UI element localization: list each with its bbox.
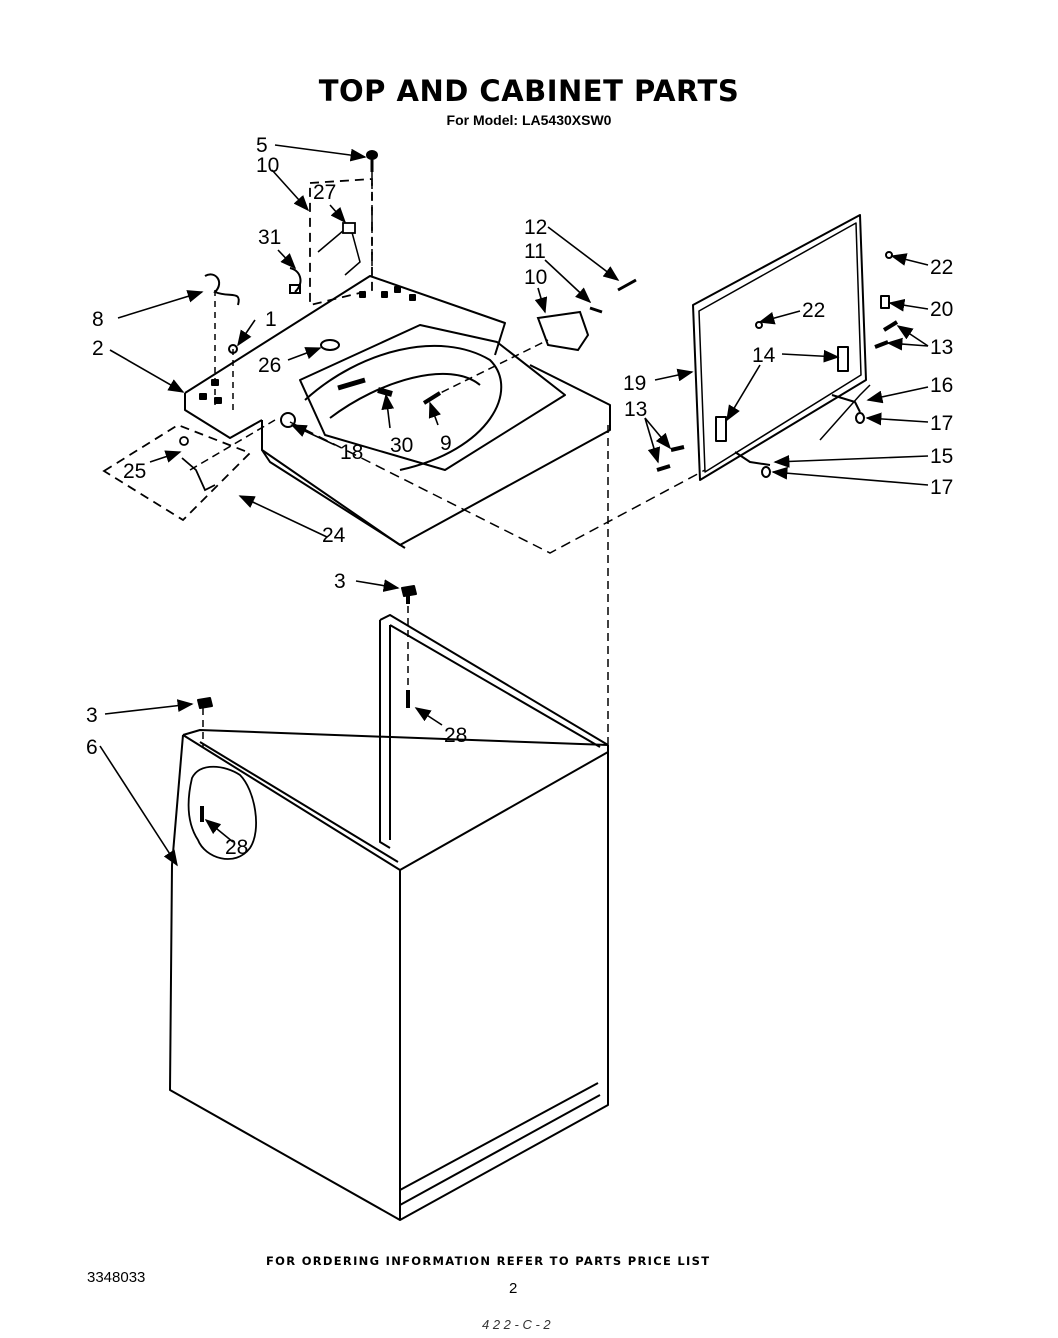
cabinet bbox=[169, 585, 609, 1221]
callout-31: 31 bbox=[258, 226, 281, 249]
callout-5: 6 bbox=[86, 736, 98, 759]
callout-14: 14 bbox=[752, 344, 776, 367]
callout-13-right: 13 bbox=[930, 336, 953, 359]
callout-10: 10 bbox=[524, 266, 547, 289]
callout-18: 18 bbox=[340, 441, 363, 464]
wire-harness-kit-box bbox=[309, 178, 373, 307]
callout-12: 12 bbox=[524, 216, 547, 239]
callout-28-left: 28 bbox=[225, 836, 248, 859]
callout-leaders bbox=[99, 144, 929, 867]
callout-4: 5 bbox=[256, 134, 268, 157]
callout-25: 25 bbox=[123, 460, 146, 483]
callout-15: 15 bbox=[930, 445, 953, 468]
callout-17-bottom: 17 bbox=[930, 476, 953, 499]
callout-1: 1 bbox=[265, 308, 277, 331]
page-number: 2 bbox=[509, 1280, 518, 1297]
callout-19: 19 bbox=[623, 372, 646, 395]
ordering-note: FOR ORDERING INFORMATION REFER TO PARTS … bbox=[266, 1254, 711, 1268]
document-number: 3348033 bbox=[87, 1269, 146, 1286]
page-title: TOP AND CABINET PARTS bbox=[318, 74, 740, 108]
callout-3-left: 3 bbox=[86, 704, 98, 727]
callout-27: 27 bbox=[313, 181, 336, 204]
callout-9: 10 bbox=[256, 154, 279, 177]
callout-2: 2 bbox=[92, 337, 104, 360]
callout-22-mid: 22 bbox=[802, 299, 825, 322]
callout-22-top: 22 bbox=[930, 256, 953, 279]
callout-labels: 5 10 27 31 8 1 2 26 18 30 9 25 24 12 11 … bbox=[86, 134, 953, 859]
callout-30: 30 bbox=[390, 434, 413, 457]
callout-24: 24 bbox=[322, 524, 346, 547]
handwritten-note: 4 2 2 - C - 2 bbox=[482, 1317, 551, 1332]
lid-assembly bbox=[656, 214, 899, 481]
callout-28-right: 28 bbox=[444, 724, 467, 747]
model-subtitle: For Model: LA5430XSW0 bbox=[446, 112, 612, 128]
callout-6: 8 bbox=[92, 308, 104, 331]
callout-3-top: 3 bbox=[334, 570, 346, 593]
lid-switch-kit-box bbox=[102, 423, 252, 522]
callout-20: 20 bbox=[930, 298, 953, 321]
top-panel bbox=[184, 275, 611, 549]
callout-13-left: 13 bbox=[624, 398, 647, 421]
callout-26: 26 bbox=[258, 354, 281, 377]
callout-16: 16 bbox=[930, 374, 953, 397]
callout-11: 11 bbox=[524, 240, 546, 263]
callout-8: 9 bbox=[440, 432, 452, 455]
callout-17-top: 17 bbox=[930, 412, 953, 435]
